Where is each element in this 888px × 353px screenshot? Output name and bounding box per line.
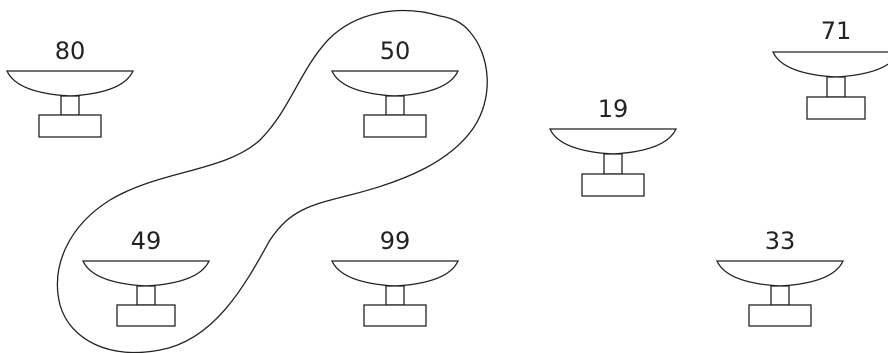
dish-99-bowl <box>330 260 460 287</box>
dish-50-label: 50 <box>380 37 411 65</box>
dish-19-label: 19 <box>598 95 629 123</box>
dish-49-bowl <box>81 260 211 287</box>
dish-33-label: 33 <box>765 227 796 255</box>
dish-80-base <box>38 114 102 138</box>
dish-71-bowl <box>771 51 888 78</box>
dish-50-bowl <box>330 70 460 97</box>
dish-49-stem <box>136 285 156 306</box>
dish-49-label: 49 <box>131 227 162 255</box>
dish-71-base <box>806 96 866 120</box>
dish-71-stem <box>826 76 846 98</box>
dish-19-bowl <box>548 128 678 155</box>
dish-80: 80 <box>5 37 135 138</box>
dish-99-label: 99 <box>380 227 411 255</box>
dish-80-stem <box>60 95 80 116</box>
dish-99: 99 <box>330 227 460 327</box>
dish-99-base <box>363 304 427 327</box>
dish-50-stem <box>385 95 405 116</box>
dish-50-base <box>363 114 427 138</box>
dish-19: 19 <box>548 95 678 197</box>
dish-49: 49 <box>81 227 211 327</box>
dish-71-label: 71 <box>821 17 852 45</box>
grouping-loop <box>56 10 488 353</box>
dish-33: 33 <box>715 227 845 327</box>
dish-80-label: 80 <box>55 37 86 65</box>
dish-99-stem <box>385 285 405 306</box>
dish-80-bowl <box>5 70 135 97</box>
dish-71: 71 <box>771 17 888 120</box>
dish-49-base <box>116 304 176 327</box>
dish-33-base <box>748 304 812 327</box>
dish-19-base <box>581 173 645 197</box>
dish-50: 50 <box>330 37 460 138</box>
dish-19-stem <box>603 153 623 175</box>
dish-33-bowl <box>715 260 845 287</box>
dish-33-stem <box>770 285 790 306</box>
